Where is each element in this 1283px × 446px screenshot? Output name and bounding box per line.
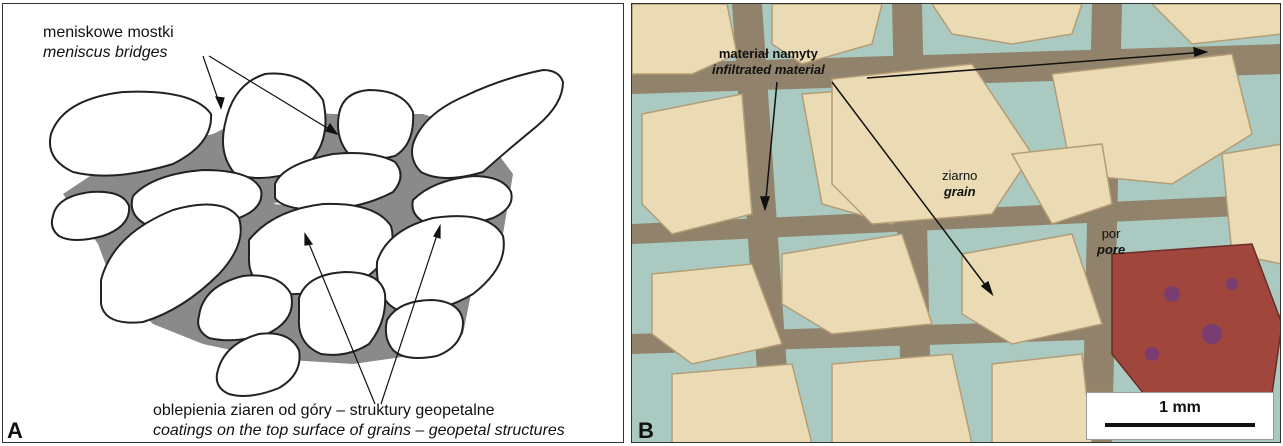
coatings-label-pl: oblepienia ziaren od góry – struktury ge… xyxy=(153,402,495,420)
panel-b-micrograph: materiał namyty infiltrated material zia… xyxy=(631,3,1281,443)
pore-label-en: pore xyxy=(1097,242,1125,258)
stained-grain xyxy=(1112,244,1281,404)
scale-bar-box: 1 mm xyxy=(1086,392,1274,440)
photo-grain xyxy=(832,354,972,443)
pore-label: por pore xyxy=(1097,226,1125,258)
panel-letter-a: A xyxy=(7,418,23,443)
photo-grain xyxy=(672,364,812,443)
scale-label: 1 mm xyxy=(1087,399,1273,417)
photo-grain xyxy=(992,354,1092,443)
scale-bar xyxy=(1105,423,1255,427)
coatings-label-en: coatings on the top surface of grains – … xyxy=(153,422,565,440)
grain-shape xyxy=(386,300,463,358)
grain-shape xyxy=(412,70,563,178)
infiltrated-label: materiał namyty infiltrated material xyxy=(712,46,825,78)
grain-label-en: grain xyxy=(942,184,977,200)
grain-schematic xyxy=(3,4,624,443)
grain-label: ziarno grain xyxy=(942,168,977,200)
grain-label-pl: ziarno xyxy=(942,168,977,184)
meniscus-label-en: meniscus bridges xyxy=(43,44,168,62)
pore-label-pl: por xyxy=(1097,226,1125,242)
infiltrated-label-pl: materiał namyty xyxy=(712,46,825,62)
panel-a-schematic: meniskowe mostki meniscus bridges oblepi… xyxy=(2,3,624,443)
infiltrated-label-en: infiltrated material xyxy=(712,62,825,78)
photo-grain xyxy=(642,94,752,234)
grain-shape xyxy=(338,90,413,159)
panel-letter-b: B xyxy=(638,418,654,443)
meniscus-label-pl: meniskowe mostki xyxy=(43,24,174,42)
